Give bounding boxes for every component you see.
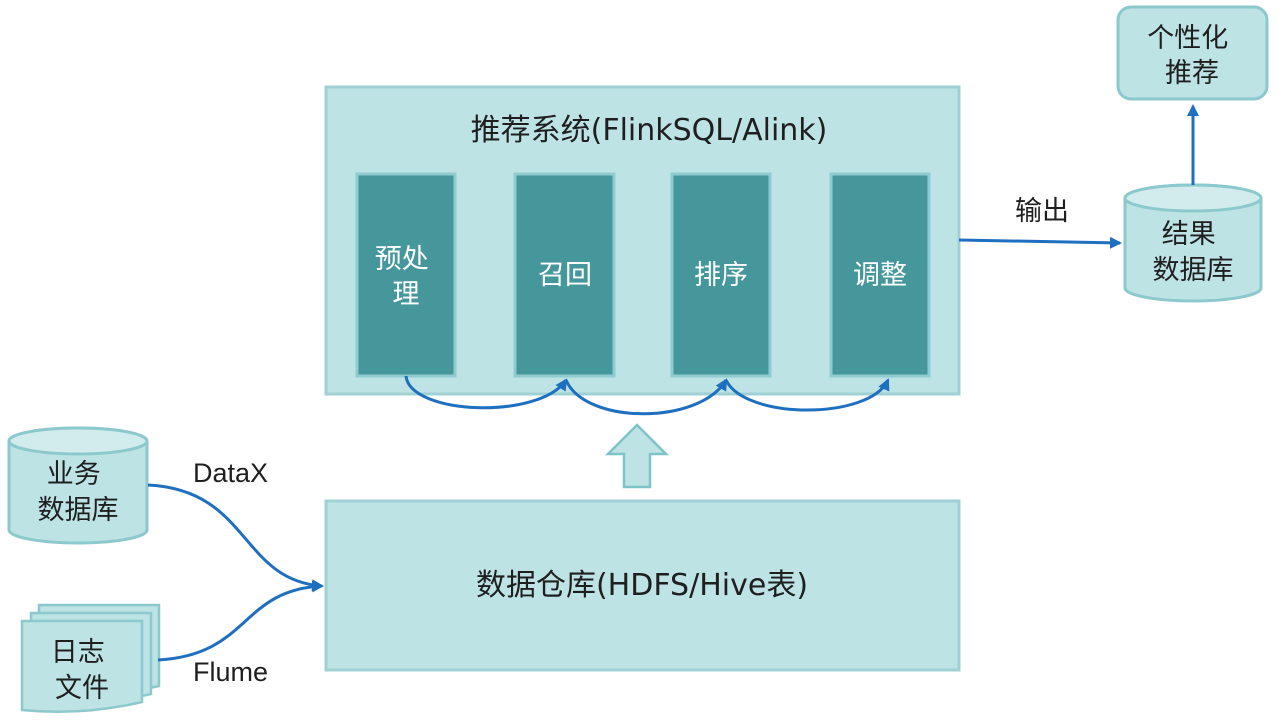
step-recall-label: 召回: [538, 260, 592, 291]
up-arrow: [604, 423, 670, 489]
business-database-label-line2: 数据库: [38, 495, 119, 526]
step-recall: 召回: [513, 172, 616, 378]
output-label: 输出: [1015, 196, 1069, 227]
step-adjust-box: [829, 172, 931, 378]
result-database: 结果 数据库: [1123, 183, 1263, 303]
flow-arrow-recall-to-ranking: [564, 378, 728, 416]
personalized-recommendation: 个性化 推荐: [1116, 5, 1269, 101]
log-files-page-front: [20, 619, 144, 714]
svg-text:结果 数据库: 结果 数据库: [1153, 219, 1234, 286]
svg-text:日志 文件: 日志 文件: [51, 637, 114, 704]
svg-text:业务 数据库: 业务 数据库: [38, 459, 119, 526]
flow-arrow-ranking-to-adjust: [724, 378, 890, 412]
svg-text:预处 理: 预处 理: [375, 244, 438, 310]
data-warehouse-label: 数据仓库(HDFS/Hive表): [476, 568, 808, 603]
step-preprocess: 预处 理: [355, 172, 457, 378]
data-warehouse-box: [324, 499, 961, 672]
step-preprocess-label-line2: 理: [393, 279, 420, 310]
result-database-label-line2: 数据库: [1153, 255, 1234, 286]
svg-text:个性化 推荐: 个性化 推荐: [1147, 23, 1237, 89]
datax-label: DataX: [193, 458, 268, 488]
log-files-label-line2: 文件: [55, 673, 109, 704]
recommendation-system-title: 推荐系统(FlinkSQL/Alink): [471, 113, 828, 148]
flume-label: Flume: [193, 657, 268, 687]
step-recall-box: [513, 172, 616, 378]
step-adjust: 调整: [829, 172, 931, 378]
output-arrow: [958, 236, 1122, 249]
business-database-label-line1: 业务: [47, 459, 101, 490]
personalized-recommendation-label-line2: 推荐: [1165, 58, 1219, 89]
datax-arrow: [147, 483, 324, 592]
flow-arrow-preprocess-to-recall: [404, 375, 568, 410]
result-database-label-line1: 结果: [1162, 219, 1216, 250]
step-ranking-label: 排序: [694, 260, 748, 291]
business-database-top: [7, 426, 149, 456]
step-preprocess-box: [355, 172, 457, 378]
log-files: 日志 文件: [20, 603, 161, 714]
step-ranking: 排序: [670, 172, 772, 378]
step-adjust-label: 调整: [853, 260, 907, 291]
log-files-label-line1: 日志: [51, 637, 105, 668]
step-preprocess-label-line1: 预处: [375, 244, 429, 275]
personalized-recommendation-box: [1116, 5, 1269, 101]
result-database-top: [1123, 183, 1263, 213]
flume-arrow: [157, 580, 324, 662]
personalized-recommendation-label-line1: 个性化: [1147, 23, 1228, 54]
business-database: 业务 数据库: [7, 426, 149, 545]
step-ranking-box: [670, 172, 772, 378]
